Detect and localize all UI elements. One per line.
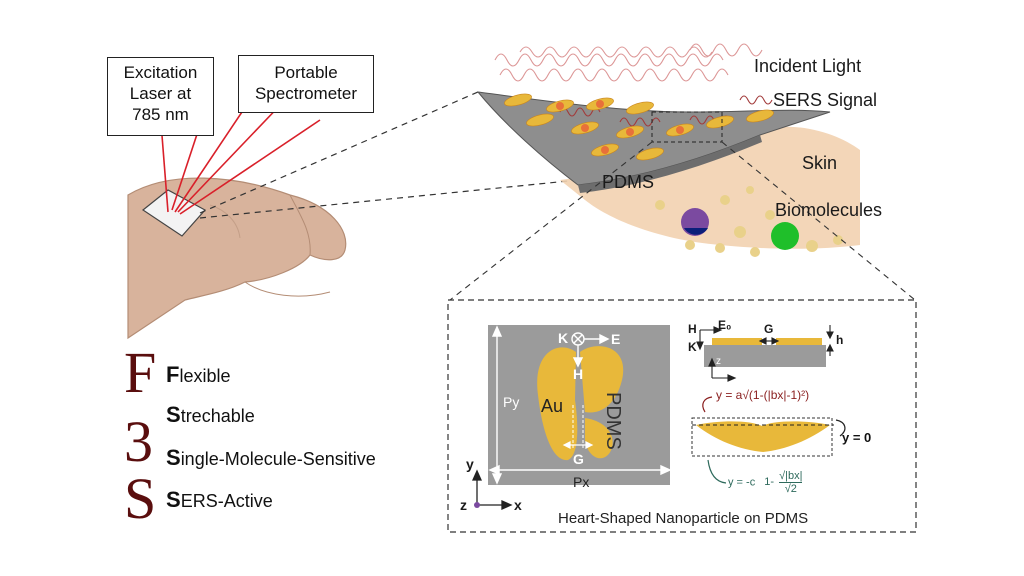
spectrometer-callout-line1: Portable [274, 63, 338, 82]
profile-bottom-equation: y = -c 1- √|bx| √2 [728, 470, 803, 495]
feature-sers-active: SERS-Active [166, 487, 273, 513]
biomolecules-label: Biomolecules [775, 200, 883, 220]
inset-zoom-lines [449, 141, 916, 301]
laser-callout-line1: Excitation [123, 63, 198, 82]
unit-cell-au-label: Au [541, 396, 564, 416]
unit-cell-axis-y: y [466, 456, 474, 472]
side-view-particle-right [776, 338, 822, 345]
profile-bottom-eq-body: 1- [764, 476, 775, 489]
sers-signal-label: SERS Signal [773, 90, 878, 110]
f3s-letter-s: S [124, 466, 157, 531]
profile-bounding-box [691, 417, 833, 457]
unit-cell-axes [471, 469, 513, 511]
unit-cell-gap-label: G [573, 451, 584, 467]
pdms-sheet-edge [578, 135, 762, 193]
unit-cell-pdms-label: PDMS [602, 392, 624, 450]
spectrometer-callout: Portable Spectrometer [238, 55, 374, 113]
heart-nanoparticle-topview [537, 346, 624, 461]
laser-callout: Excitation Laser at 785 nm [107, 57, 214, 136]
laser-callout-line3: 785 nm [132, 105, 189, 124]
polarization-symbol [571, 332, 610, 368]
side-view-particle-left [712, 338, 762, 345]
skin-label: Skin [802, 153, 838, 173]
gap-arrow [562, 441, 594, 449]
unit-cell-py-label: Py [503, 394, 520, 410]
profile-zero-equation: y = 0 [842, 430, 872, 445]
profile-bottom-eq-numerator: √|bx| [779, 470, 803, 483]
feature-flexible-initial: F [166, 362, 180, 387]
unit-cell-substrate [488, 325, 670, 485]
bottom-eq-arrow [707, 459, 727, 484]
sensor-patch [141, 189, 206, 237]
f3s-letter-f: F [124, 340, 157, 405]
incident-light-waves [494, 43, 763, 82]
feature-sers-active-initial: S [166, 487, 181, 512]
feature-single-molecule-rest: ingle-Molecule-Sensitive [180, 449, 376, 469]
feature-single-molecule: Single-Molecule-Sensitive [166, 445, 376, 471]
unit-cell-e-label: E [611, 331, 621, 347]
feature-flexible-rest: lexible [179, 366, 231, 386]
zoom-lines [199, 91, 579, 219]
zero-eq-arrow [835, 419, 846, 437]
inset-caption: Heart-Shaped Nanoparticle on PDMS [558, 510, 809, 527]
side-view-arrows [696, 325, 834, 382]
incident-light-label: Incident Light [754, 56, 862, 76]
feature-flexible: Flexible [166, 362, 230, 388]
unit-cell-k-label: K [558, 330, 569, 346]
profile-bottom-eq-prefix: y = -c [728, 476, 756, 489]
side-view-axis-y: y [703, 369, 708, 380]
gap-lines [572, 405, 584, 450]
unit-cell-dimension-arrows [488, 325, 672, 485]
profile-bottom-eq-denominator: √2 [784, 483, 797, 495]
top-eq-arrow [702, 396, 713, 413]
side-view-g-label: G [764, 322, 774, 336]
pdms-label: PDMS [602, 172, 655, 192]
unit-cell-axis-z: z [460, 497, 467, 513]
unit-cell-h-label: H [573, 366, 584, 382]
heart-profile [696, 421, 830, 452]
hotspots [556, 100, 684, 154]
side-view-e0-label: E₀ [718, 318, 732, 332]
feature-strechable-rest: trechable [180, 406, 255, 426]
biomolecule-spheres [655, 186, 843, 257]
unit-cell-axis-x: x [514, 497, 522, 513]
profile-bottom-eq-fraction: √|bx| √2 [779, 470, 803, 495]
side-view-h-label: H [688, 322, 697, 336]
side-view-substrate [704, 345, 826, 367]
side-view-k-label: K [688, 340, 697, 354]
unit-cell-px-label: Px [573, 474, 590, 490]
pdms-sheet [476, 91, 831, 186]
profile-top-equation: y = a√(1-(|bx|-1)²) [716, 388, 810, 402]
feature-single-molecule-initial: S [166, 445, 181, 470]
side-view-axis-z: z [716, 356, 721, 367]
selection-box [651, 111, 723, 143]
spectrometer-callout-line2: Spectrometer [254, 84, 358, 103]
f3s-letter-3: 3 [124, 409, 153, 474]
feature-sers-active-rest: ERS-Active [180, 491, 273, 511]
side-view-height-label: h [836, 333, 844, 347]
laser-callout-line2: Laser at [129, 84, 192, 103]
skin-layer [560, 126, 860, 249]
feature-strechable: Strechable [166, 402, 255, 428]
side-view-axis-x: x [737, 371, 742, 382]
feature-strechable-initial: S [166, 402, 181, 427]
